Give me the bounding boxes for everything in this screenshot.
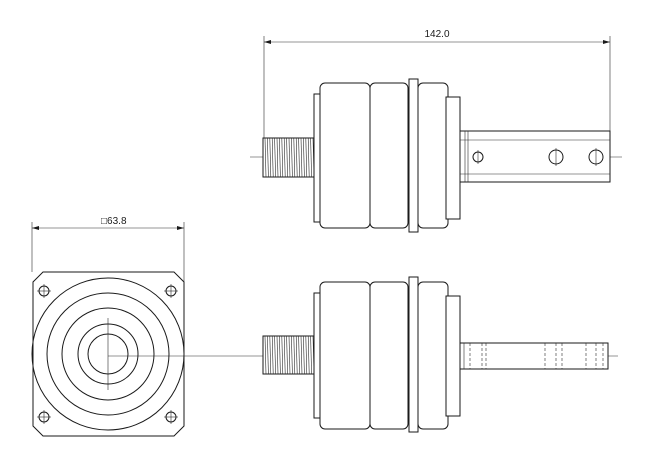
square-dimension: □63.8 xyxy=(31,216,185,282)
top-body-section-2 xyxy=(369,82,409,229)
mount-hole-tl xyxy=(37,284,51,298)
bottom-rear-ring xyxy=(445,295,461,417)
bottom-body-section-1 xyxy=(319,281,371,430)
length-dimension-label: 142.0 xyxy=(424,29,449,40)
top-body-section-3 xyxy=(417,82,449,229)
bottom-flange xyxy=(408,276,419,433)
top-flange xyxy=(408,78,419,233)
top-hole-2 xyxy=(548,148,564,166)
top-hole-1 xyxy=(472,150,484,164)
bottom-output-rod xyxy=(459,342,609,370)
square-flange-outline xyxy=(32,271,185,437)
square-dimension-label: □63.8 xyxy=(101,216,127,227)
top-hole-3 xyxy=(588,148,604,166)
mount-hole-br xyxy=(164,410,178,424)
length-dimension: 142.0 xyxy=(263,29,611,138)
top-body-section-1 xyxy=(319,82,371,229)
top-threaded-shaft xyxy=(262,137,320,178)
bottom-body-section-2 xyxy=(369,281,409,430)
top-view: 142.0 xyxy=(250,29,622,233)
top-output-rod xyxy=(459,130,611,183)
flange-ring-2 xyxy=(46,292,170,416)
mount-hole-bl xyxy=(37,410,51,424)
mount-hole-tr xyxy=(164,284,178,298)
flange-ring-3 xyxy=(61,307,155,401)
front-view: □63.8 xyxy=(31,216,185,437)
bottom-view xyxy=(108,276,618,433)
bottom-body-section-3 xyxy=(417,281,449,430)
flange-ring-outer xyxy=(31,277,185,431)
top-rear-ring xyxy=(445,96,461,220)
bottom-threaded-shaft xyxy=(262,335,320,375)
